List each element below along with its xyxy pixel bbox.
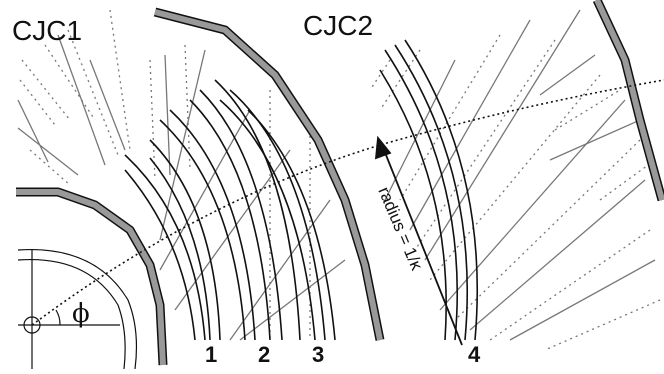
cjc2-layer-arcs (379, 39, 479, 341)
cjc1-cell-wires (17, 9, 346, 341)
layer-label-2: 2 (258, 342, 270, 367)
radius-arrow (374, 135, 463, 346)
cjc1-label: CJC1 (12, 15, 82, 46)
cjc2-cell-wires (369, 9, 661, 351)
layer-label-1: 1 (205, 342, 217, 367)
layer-label-4: 4 (468, 342, 481, 367)
phi-angle-label: ϕ (72, 299, 90, 329)
layer-label-3: 3 (312, 342, 324, 367)
cjc1-layer-arcs (124, 79, 336, 341)
cjc2-label: CJC2 (303, 10, 373, 41)
radius-label: radius = 1/κ (374, 184, 426, 273)
chamber-shells (16, 0, 664, 366)
